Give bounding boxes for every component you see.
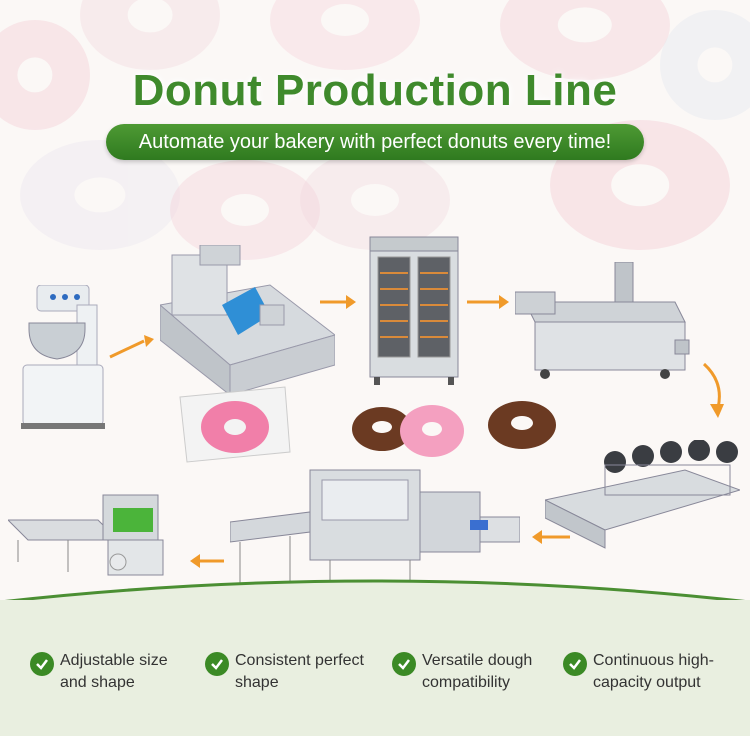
proofer-cabinet-image: [369, 236, 459, 385]
donuts-image: [352, 401, 556, 457]
packaged-donut-image: [179, 386, 291, 463]
flow-arrow-icon: [320, 295, 356, 309]
flow-arrow-icon: [702, 362, 724, 418]
check-circle-icon: [392, 652, 416, 676]
feature-label: Versatile dough compatibility: [422, 652, 533, 691]
feature-item: Versatile dough compatibility: [392, 650, 532, 694]
check-circle-icon: [30, 652, 54, 676]
subtitle-banner: Automate your bakery with perfect donuts…: [106, 124, 644, 160]
feature-panel: [0, 600, 750, 736]
flow-arrow-icon: [467, 295, 509, 309]
feature-item: Consistent perfect shape: [205, 650, 364, 694]
feature-label: Adjustable size and shape: [60, 652, 168, 691]
background-donut: [300, 150, 450, 250]
flow-arrow-icon: [190, 554, 224, 568]
cooling-conveyor-image: [545, 440, 740, 549]
background-donut: [0, 20, 90, 130]
feature-item: Continuous high- capacity output: [563, 650, 714, 694]
glazing-decorating-line-image: [230, 469, 520, 590]
feature-label: Continuous high- capacity output: [593, 652, 714, 691]
background-donut: [660, 10, 750, 120]
check-circle-icon: [205, 652, 229, 676]
flow-packing-machine-image: [8, 494, 164, 576]
page-title: Donut Production Line: [132, 66, 618, 115]
flow-arrow-icon: [109, 335, 154, 359]
donut-fryer-image: [515, 262, 690, 379]
flow-arrow-icon: [532, 530, 570, 544]
dough-mixer-image: [21, 285, 105, 429]
background-donut: [170, 160, 320, 260]
check-circle-icon: [563, 652, 587, 676]
feature-item: Adjustable size and shape: [30, 650, 168, 694]
feature-label: Consistent perfect shape: [235, 652, 364, 691]
background-donut: [270, 0, 420, 70]
dough-sheeter-cutter-image: [160, 245, 335, 395]
background-donut: [80, 0, 220, 70]
